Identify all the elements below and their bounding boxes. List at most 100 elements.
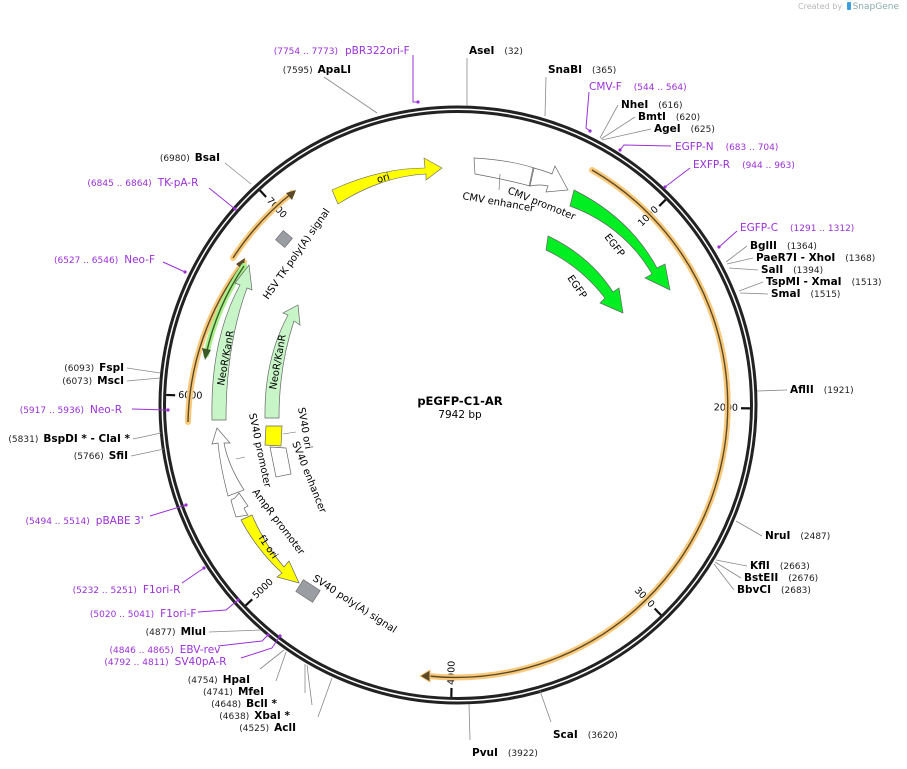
enzyme-site[interactable]: ScaI(3620) <box>539 690 618 741</box>
enzyme-leader-line <box>544 76 547 117</box>
primer-marker-icon <box>266 633 270 637</box>
enzyme-position: (7595) <box>283 66 313 76</box>
enzyme-leader-line <box>259 649 285 670</box>
feature-sv40-ori[interactable] <box>264 425 283 447</box>
primer-leader-line <box>619 144 672 151</box>
feature-sv40-polya[interactable] <box>295 579 321 603</box>
feature-sv40-enhancer[interactable] <box>269 446 292 478</box>
primer-leader-line <box>131 408 169 411</box>
feature-egfp-outer[interactable] <box>569 189 671 291</box>
enzyme-site[interactable]: (6073)MscI <box>62 375 161 387</box>
feature-label-ori: ori <box>376 172 392 186</box>
primer-site[interactable]: (4792 .. 4811)SV40pA-R <box>104 634 282 668</box>
feature-ori[interactable] <box>331 157 443 205</box>
primer-range: (5020 .. 5041) <box>90 610 154 620</box>
feature-neor-inner[interactable] <box>264 304 301 419</box>
feature-egfp-inner[interactable] <box>545 235 624 314</box>
enzyme-position: (6093) <box>64 364 94 374</box>
primer-site[interactable]: (4846 .. 4865)EBV-rev <box>109 633 270 656</box>
enzyme-site[interactable]: (4638)XbaI * <box>219 664 313 722</box>
svg-text:ScaI(3620): ScaI(3620) <box>553 729 618 741</box>
enzyme-site[interactable]: (5766)SfiI <box>74 448 165 462</box>
enzyme-site[interactable]: (4525)AclI <box>239 677 333 734</box>
enzyme-site[interactable]: PaeR7I - XhoI(1368) <box>726 252 875 265</box>
enzyme-site[interactable]: SmaI(1515) <box>739 288 840 300</box>
enzyme-site[interactable]: (4754)HpaI <box>188 649 285 686</box>
svg-text:PaeR7I - XhoI(1368): PaeR7I - XhoI(1368) <box>756 252 875 264</box>
svg-text:(4877)MluI: (4877)MluI <box>146 626 206 638</box>
svg-text:AseI(32): AseI(32) <box>469 45 523 57</box>
svg-text:BstEII(2676): BstEII(2676) <box>744 572 818 584</box>
plasmid-length: 7942 bp <box>438 409 482 421</box>
feature-cmv-promoter[interactable] <box>529 165 569 193</box>
enzyme-name: MscI <box>97 375 124 387</box>
enzyme-site[interactable]: PvuI(3922) <box>468 703 538 759</box>
enzyme-leader-line <box>715 559 748 567</box>
feature-f1-ori[interactable] <box>240 514 300 584</box>
enzyme-site[interactable]: BstEII(2676) <box>714 561 818 584</box>
enzyme-site[interactable]: AflII(1921) <box>756 384 854 396</box>
svg-text:(6073)MscI: (6073)MscI <box>62 375 124 387</box>
primer-range: (1291 .. 1312) <box>790 224 854 234</box>
tick-label: 5000 <box>251 577 276 602</box>
enzyme-site[interactable]: SalI(1394) <box>728 264 823 276</box>
enzyme-name: KflI <box>750 560 770 572</box>
primer-site[interactable]: (5020 .. 5041)F1ori-F <box>90 598 240 620</box>
enzyme-site[interactable]: NruI (2487) <box>735 520 830 542</box>
enzyme-name: NheI <box>621 99 648 111</box>
primer-leader-line <box>240 635 281 659</box>
primer-site[interactable]: EXFP-R(944 .. 963) <box>663 159 795 189</box>
primer-site[interactable]: EGFP-N(683 .. 704) <box>618 141 778 153</box>
svg-text:AgeI(625): AgeI(625) <box>654 123 715 135</box>
enzyme-site[interactable]: NheI(616) <box>599 99 683 139</box>
enzyme-position: (2487) <box>800 532 830 542</box>
primer-leader-line <box>585 91 591 132</box>
enzyme-position: (4741) <box>203 688 233 698</box>
primer-site[interactable]: CMV-F(544 .. 564) <box>585 81 687 133</box>
primer-leader-line <box>197 599 239 613</box>
enzyme-name: NruI <box>765 530 790 542</box>
enzyme-site[interactable]: BglII(1364) <box>725 240 817 263</box>
enzyme-name: SnaBI <box>548 64 582 76</box>
primer-site[interactable]: EGFP-C(1291 .. 1312) <box>717 222 854 249</box>
enzyme-site[interactable]: (7595)ApaLI <box>283 64 378 114</box>
primer-name: TK-pA-R <box>157 177 199 189</box>
enzyme-site[interactable]: (6093)FspI <box>64 362 161 374</box>
primer-site[interactable]: (5917 .. 5936)Neo-R <box>20 404 170 416</box>
orf-arrowhead <box>419 669 431 683</box>
enzyme-site[interactable]: BmtI(620) <box>600 111 700 140</box>
primer-site[interactable]: (6527 .. 6546)Neo-F <box>54 254 187 274</box>
primer-site[interactable]: (6845 .. 6864)TK-pA-R <box>87 177 237 211</box>
enzyme-site[interactable]: (6980)BsaI <box>160 152 252 185</box>
enzyme-site[interactable]: (4648)BclI * <box>211 664 306 710</box>
feature-sv40-promoter[interactable] <box>211 427 245 497</box>
feature-hsv-tk-polya[interactable] <box>275 230 293 248</box>
feature-label-sv40-polya: SV40 poly(A) signal <box>310 573 398 635</box>
feature-cmv-enhancer[interactable] <box>473 157 535 187</box>
svg-text:CMV-F(544 .. 564): CMV-F(544 .. 564) <box>589 81 687 93</box>
enzyme-site[interactable]: KflI(2663) <box>715 559 810 572</box>
enzyme-name: BbvCI <box>737 584 771 596</box>
enzyme-site[interactable]: SnaBI(365) <box>544 64 616 117</box>
enzyme-site[interactable]: (5831)BspDI * - ClaI * <box>8 432 162 445</box>
primer-site[interactable]: (5232 .. 5251)F1ori-R <box>73 566 206 596</box>
enzyme-site[interactable]: BbvCI(2683) <box>713 563 811 596</box>
enzyme-site[interactable]: (4877)MluI <box>146 626 262 638</box>
feature-neor-outer[interactable] <box>211 264 253 421</box>
backbone <box>158 105 758 705</box>
enzyme-site[interactable]: (4741)MfeI <box>203 651 287 698</box>
enzyme-position: (1394) <box>793 266 823 276</box>
svg-text:(5766)SfiI: (5766)SfiI <box>74 450 128 462</box>
enzyme-site[interactable]: AseI(32) <box>466 45 523 106</box>
svg-text:(4754)HpaI: (4754)HpaI <box>188 674 250 686</box>
enzyme-site[interactable]: AgeI(625) <box>601 123 715 141</box>
enzyme-position: (4525) <box>239 724 269 734</box>
primer-site[interactable]: (5494 .. 5514)pBABE 3' <box>26 503 188 527</box>
primer-marker-icon <box>236 598 240 602</box>
primer-marker-icon <box>588 129 592 133</box>
primer-site[interactable]: (7754 .. 7773)pBR322ori-F <box>274 45 420 104</box>
enzyme-site[interactable]: TspMI - XmaI(1513) <box>738 276 882 292</box>
primer-sites: (7754 .. 7773)pBR322ori-F CMV-F(544 .. 56… <box>20 45 855 668</box>
feature-ampr-promoter[interactable] <box>230 492 249 518</box>
primer-name: pBR322ori-F <box>345 45 410 57</box>
